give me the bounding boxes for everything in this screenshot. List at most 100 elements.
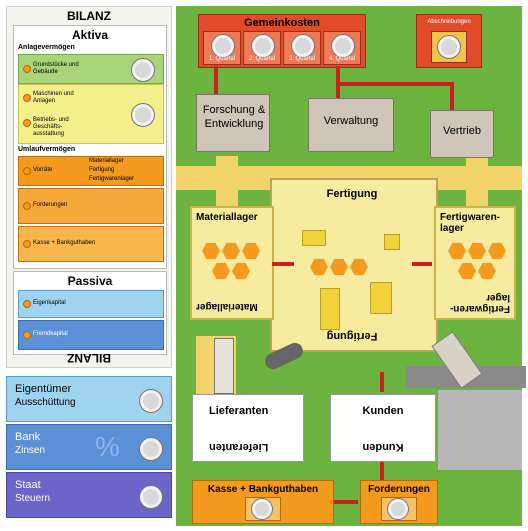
grundstuecke-row[interactable]: Grundstücke und Gebäude — [18, 54, 164, 84]
fertigwarenlager-panel[interactable]: Fertigwaren- lager Fertigwaren- lager — [434, 206, 516, 320]
fertigwarenlager-hex-5 — [478, 262, 496, 280]
quartal-2-coin-icon — [251, 34, 275, 58]
kunden-label-inverted: Kunden — [362, 441, 404, 453]
kasse-marker-icon — [23, 240, 31, 248]
vorraete-row[interactable]: Vorräte Materiallager Fertigung Fertigwa… — [18, 156, 164, 186]
verwaltung-label: Verwaltung — [323, 115, 379, 127]
umlaufvermoegen-label: Umlaufvermögen — [18, 146, 76, 153]
fertigung-hex-1 — [310, 258, 328, 276]
forderungen-coin-icon — [387, 498, 409, 520]
grundstuecke-marker-icon — [23, 65, 31, 73]
forderungen-box[interactable]: Forderungen — [360, 480, 438, 524]
gemeinkosten-panel[interactable]: Gemeinkosten 1. Quartal 2. Quartal 3. Qu… — [198, 14, 366, 68]
fertigung-label-bottom: Fertigung — [326, 330, 378, 342]
eigenkapital-marker-icon — [23, 300, 31, 308]
quartal-4[interactable]: 4. Quartal — [323, 31, 361, 65]
materiallager-hex-4 — [212, 262, 230, 280]
vorraete-fertigung: Fertigung — [89, 167, 115, 173]
verwaltung-building[interactable]: Verwaltung — [308, 98, 394, 152]
maschinen-row[interactable]: Maschinen und Anlagen Betriebs- und Gesc… — [18, 84, 164, 144]
quartal-3[interactable]: 3. Quartal — [283, 31, 321, 65]
eigentuemer-box[interactable]: Eigentümer Ausschüttung — [6, 376, 172, 422]
kasse-row[interactable]: Kasse + Bankguthaben — [18, 226, 164, 262]
materiallager-hex-2 — [222, 242, 240, 260]
lieferanten-label-inverted: Lieferanten — [209, 441, 269, 453]
maschinen-marker-icon — [23, 94, 31, 102]
kunden-box[interactable]: Kunden Kunden — [330, 394, 436, 462]
percent-icon: % — [95, 431, 120, 462]
arrow-forderungen-to-kasse — [334, 500, 358, 504]
forderungen-row[interactable]: Forderungen — [18, 188, 164, 224]
vorraete-marker-icon — [23, 167, 31, 175]
materiallager-panel[interactable]: Materiallager Materiallager — [190, 206, 274, 320]
quartal-3-label: 3. Quartal — [288, 56, 316, 62]
forderungen-marker-icon — [23, 202, 31, 210]
fertigwarenlager-label: Fertigwaren- lager — [440, 212, 501, 234]
fertigung-area[interactable] — [310, 254, 390, 280]
arrow-forschung-up — [214, 66, 218, 98]
abschreibungen-panel[interactable]: Abschreibungen — [416, 14, 482, 68]
forschung-building[interactable]: Forschung & Entwicklung — [196, 94, 270, 152]
vorraete-label: Vorräte — [33, 167, 53, 173]
bank-sub: Zinsen — [15, 445, 46, 456]
eigentuemer-sub: Ausschüttung — [15, 397, 76, 408]
fertigung-hex-2 — [330, 258, 348, 276]
staat-coin-icon — [139, 485, 163, 509]
betriebs-marker-icon — [23, 119, 31, 127]
bilanz-title-top: BILANZ — [67, 9, 111, 23]
quartal-2-label: 2. Quartal — [248, 56, 276, 62]
quartal-4-coin-icon — [331, 34, 355, 58]
fertigwarenlager-label-inverted: Fertigwaren- lager — [449, 292, 510, 314]
quartal-4-label: 4. Quartal — [328, 56, 356, 62]
quartal-1[interactable]: 1. Quartal — [203, 31, 241, 65]
map-area: Gemeinkosten 1. Quartal 2. Quartal 3. Qu… — [176, 6, 526, 526]
fertigwarenlager-hex-4 — [458, 262, 476, 280]
arrow-fertigung-to-lager — [412, 262, 432, 266]
forschung-label: Forschung & Entwicklung — [202, 104, 266, 130]
kasse-bank-label: Kasse + Bankguthaben — [207, 484, 319, 495]
forderungen-box-label: Forderungen — [368, 484, 430, 495]
bilanz-title-bottom: BILANZ — [67, 351, 111, 365]
fertigwarenlager-hex-1 — [448, 242, 466, 260]
kasse-label: Kasse + Bankguthaben — [33, 240, 96, 246]
quartal-2[interactable]: 2. Quartal — [243, 31, 281, 65]
factory-building: Materiallager Materiallager Fertigung Fe… — [190, 178, 516, 352]
eigenkapital-row[interactable]: Eigenkapital — [18, 290, 164, 318]
fremdkapital-marker-icon — [23, 331, 31, 339]
bank-title: Bank — [15, 431, 41, 443]
anlagevermoegen-label: Anlagevermögen — [18, 44, 75, 51]
machine-3 — [320, 288, 340, 330]
vorraete-materiallager: Materiallager — [89, 158, 124, 164]
fertigwarenlager-hex-3 — [488, 242, 506, 260]
forderungen-label: Forderungen — [33, 202, 68, 208]
fremdkapital-row[interactable]: Fremdkapital — [18, 320, 164, 350]
fertigwarenlager-hex-2 — [468, 242, 486, 260]
truck-left — [214, 338, 234, 394]
kunden-label: Kunden — [362, 405, 404, 417]
arrow-kunden-to-forderungen — [380, 462, 384, 480]
materiallager-hex-5 — [232, 262, 250, 280]
arrow-material-to-fertigung — [272, 262, 294, 266]
lieferanten-box[interactable]: Lieferanten Lieferanten — [192, 394, 304, 462]
arrow-vertrieb-down — [450, 82, 454, 110]
machine-1 — [302, 230, 326, 246]
staat-box[interactable]: Staat Steuern — [6, 472, 172, 518]
vertrieb-building[interactable]: Vertrieb — [430, 110, 494, 158]
vertrieb-label: Vertrieb — [443, 125, 481, 137]
forderungen-slot[interactable] — [381, 497, 417, 521]
eigenkapital-label: Eigenkapital — [33, 300, 66, 306]
maschinen-label: Maschinen und Anlagen — [33, 91, 74, 104]
gemeinkosten-title: Gemeinkosten — [244, 17, 320, 29]
abschreibungen-slot[interactable] — [431, 31, 467, 63]
betriebs-label: Betriebs- und Geschäfts- ausstattung — [33, 117, 69, 137]
materiallager-label-inverted: Materiallager — [196, 301, 258, 312]
machine-2 — [384, 234, 400, 250]
machine-4 — [370, 282, 392, 314]
kasse-bank-box[interactable]: Kasse + Bankguthaben — [192, 480, 334, 524]
fertigung-label-top: Fertigung — [326, 188, 378, 200]
abschreibungen-label: Abschreibungen — [427, 19, 471, 25]
bank-box[interactable]: Bank Zinsen % — [6, 424, 172, 470]
kasse-bank-slot[interactable] — [245, 497, 281, 521]
staat-title: Staat — [15, 479, 41, 491]
